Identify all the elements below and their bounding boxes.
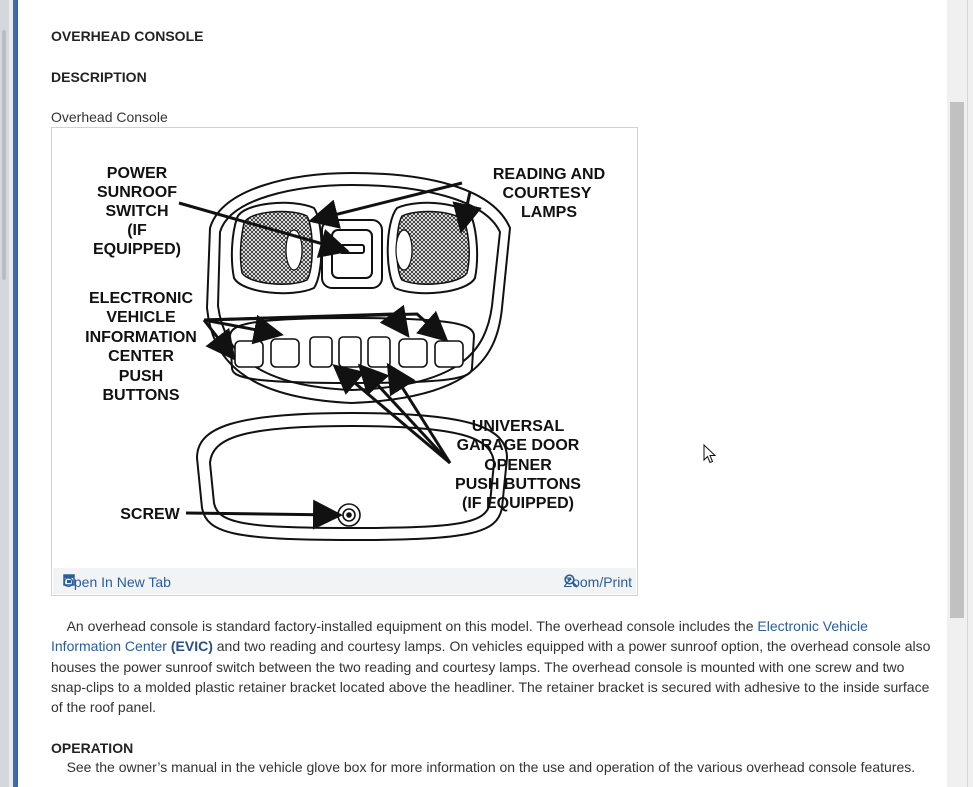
evic-abbr: EVIC xyxy=(175,638,209,655)
label-lamps-2: COURTESY xyxy=(503,185,592,202)
label-lamps-1: READING AND xyxy=(493,166,605,183)
label-evic-6: BUTTONS xyxy=(102,387,179,404)
left-scroll-strip xyxy=(0,0,9,787)
operation-paragraph: See the owner’s manual in the vehicle gl… xyxy=(51,759,941,775)
evic-link[interactable]: Electronic Vehicle Information Center xyxy=(51,618,868,655)
open-tab-icon xyxy=(63,574,75,586)
figure-caption: Overhead Console xyxy=(51,109,168,125)
label-garage-4: PUSH BUTTONS xyxy=(455,476,581,493)
operation-heading: OPERATION xyxy=(51,740,134,756)
console-drawing xyxy=(195,171,512,542)
mouse-cursor-icon xyxy=(703,444,717,464)
label-sunroof-1: POWER xyxy=(107,165,168,182)
description-text-2: and two reading and courtesy lamps. On v… xyxy=(51,638,931,716)
console-buttons xyxy=(234,336,464,368)
label-evic-2: VEHICLE xyxy=(106,309,176,326)
open-new-tab-label: Open In New Tab xyxy=(63,574,171,590)
label-garage-5: (IF EQUIPPED) xyxy=(462,495,574,512)
left-scroll-rail xyxy=(2,30,6,280)
label-sunroof-2: SUNROOF xyxy=(97,184,177,201)
operation-text: See the owner’s manual in the vehicle gl… xyxy=(66,759,916,775)
paren-close: ) xyxy=(208,638,213,655)
label-evic-3: INFORMATION xyxy=(85,329,197,346)
label-sunroof-5: EQUIPPED) xyxy=(93,241,181,258)
label-sunroof-4: (IF xyxy=(127,222,147,239)
zoom-icon xyxy=(563,574,578,588)
vertical-scrollbar[interactable] xyxy=(947,0,973,787)
label-garage-3: OPENER xyxy=(484,457,552,474)
label-garage-2: GARAGE DOOR xyxy=(457,437,580,454)
description-text-1: An overhead console is standard factory-… xyxy=(66,618,758,634)
label-lamps-3: LAMPS xyxy=(521,204,577,221)
diagram-labels: POWER SUNROOF SWITCH (IF EQUIPPED) READI… xyxy=(85,165,605,523)
scrollbar-divider xyxy=(967,0,968,787)
label-evic-1: ELECTRONIC xyxy=(89,290,193,307)
description-heading: DESCRIPTION xyxy=(51,69,147,85)
callout-arrows xyxy=(178,181,482,530)
label-sunroof-3: SWITCH xyxy=(105,203,168,220)
zoom-print-link[interactable]: Zoom/Print xyxy=(564,574,632,590)
page-title: OVERHEAD CONSOLE xyxy=(51,28,204,44)
zoom-print-label: Zoom/Print xyxy=(563,574,632,590)
label-evic-5: PUSH xyxy=(119,368,163,385)
open-new-tab-link[interactable]: Open In New Tab xyxy=(63,574,171,590)
lamp-lenses xyxy=(239,210,470,285)
screw-drawing xyxy=(337,503,361,527)
label-evic-4: CENTER xyxy=(108,348,174,365)
overhead-console-figure: POWER SUNROOF SWITCH (IF EQUIPPED) READI… xyxy=(51,127,638,596)
scrollbar-thumb[interactable] xyxy=(950,102,964,618)
description-paragraph: An overhead console is standard factory-… xyxy=(51,616,931,717)
label-garage-1: UNIVERSAL xyxy=(472,418,565,435)
paren-open: ( xyxy=(166,638,176,655)
figure-toolbar: Open In New Tab Zoom/Print xyxy=(53,568,636,594)
left-accent-bar xyxy=(13,0,18,787)
overhead-console-diagram: POWER SUNROOF SWITCH (IF EQUIPPED) READI… xyxy=(85,165,605,542)
label-screw: SCREW xyxy=(120,506,180,523)
